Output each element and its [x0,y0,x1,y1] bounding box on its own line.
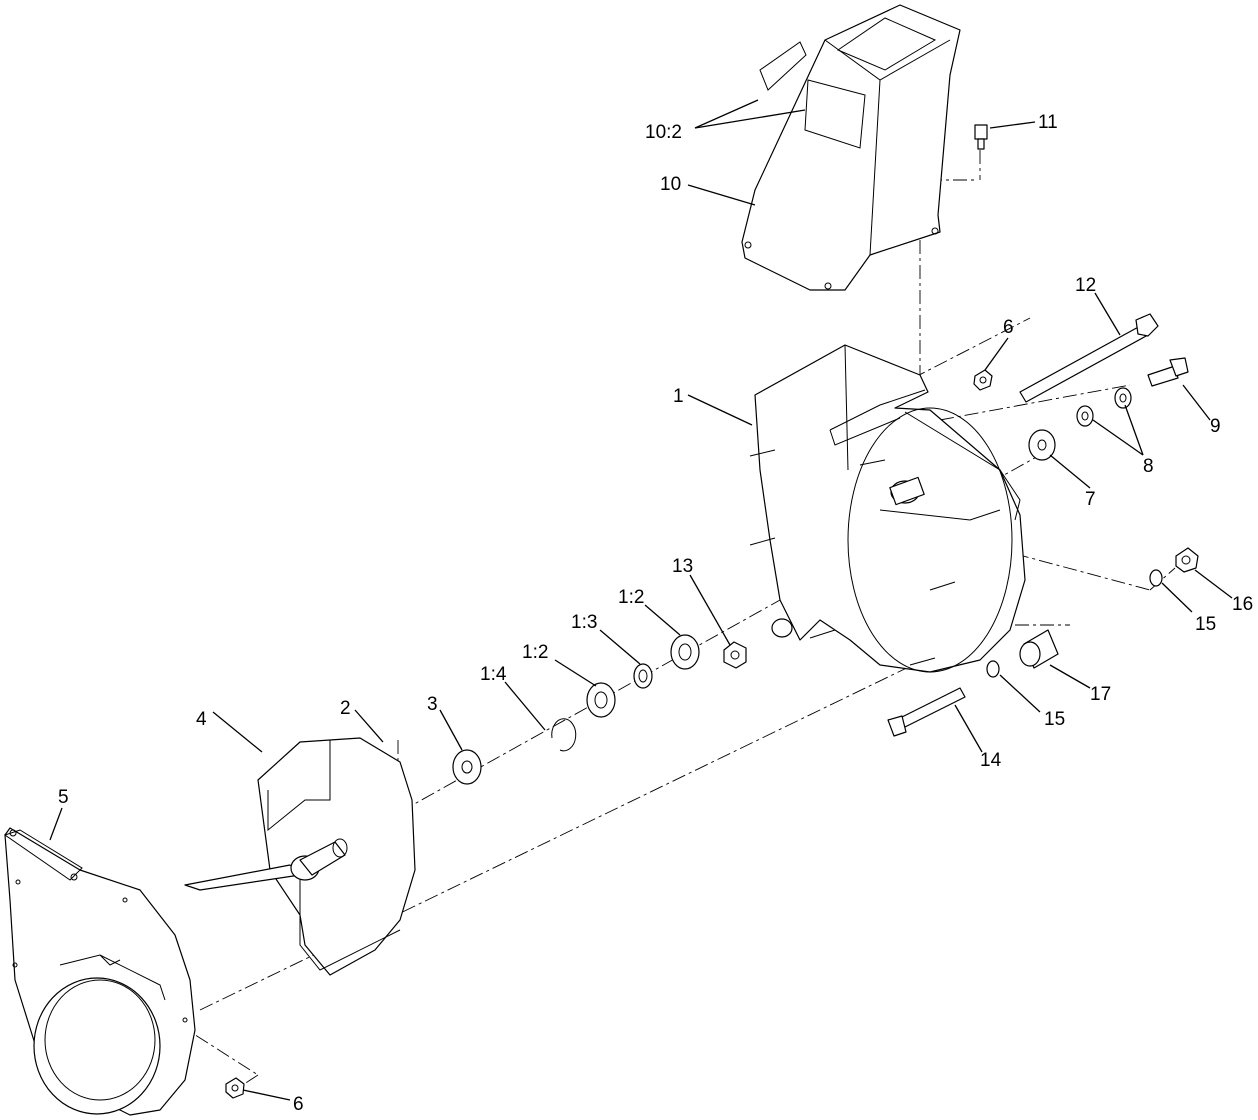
part-17-spacer [1019,629,1059,669]
part-16-nut [1175,547,1199,573]
callout-9: 9 [1210,416,1221,437]
part-15-washer-b [986,660,1000,678]
part-7-spacer [1028,429,1056,461]
part-4-impeller [184,737,416,976]
callout-15-b: 15 [1044,709,1065,730]
callout-15-a: 15 [1195,614,1216,635]
callout-6-top: 6 [1003,317,1014,338]
callout-1: 1 [673,386,684,407]
callout-1-2-a: 1:2 [618,587,644,608]
part-1-4-snap-ring [551,718,577,752]
part-6-nut-bottom [225,1077,245,1099]
part-10-chute [741,4,961,291]
part-1-3-ring [633,663,653,689]
part-8-washers [1076,387,1132,427]
callout-14: 14 [980,750,1002,771]
leader-lines [49,99,1233,1101]
part-3-washer [452,749,482,785]
part-1-2-bearing-a [670,634,700,670]
callout-2: 2 [340,698,351,719]
callout-6-bottom: 6 [293,1094,304,1115]
callout-7: 7 [1085,489,1096,510]
part-1-2-bearing-b [586,682,616,718]
callout-1-3: 1:3 [571,612,597,633]
callout-12: 12 [1075,275,1096,296]
part-1-housing [749,344,1026,673]
part-12-long-bolt [1019,313,1159,403]
callout-13: 13 [672,556,693,577]
callout-1-2-b: 1:2 [522,642,548,663]
callout-17: 17 [1090,684,1111,705]
callout-10: 10 [660,174,681,195]
part-9-bolt [1147,357,1189,387]
part-6-nut-top [973,369,993,391]
callout-8: 8 [1143,456,1154,477]
part-14-bolt [887,687,966,737]
callout-5: 5 [58,787,69,808]
callout-labels: 10:2 11 10 12 6 1 9 8 7 13 1:2 1:3 1:2 1… [58,112,1253,1115]
callout-11: 11 [1038,112,1058,133]
callout-4: 4 [196,709,207,730]
callout-3: 3 [427,694,438,715]
callout-1-4: 1:4 [480,664,507,685]
part-11-bolt [974,124,988,150]
callout-16: 16 [1232,594,1253,615]
callout-10-2: 10:2 [645,122,682,143]
part-13-flange-nut [723,641,747,669]
part-5-cover [3,827,196,1116]
part-15-washer-a [1149,569,1163,587]
